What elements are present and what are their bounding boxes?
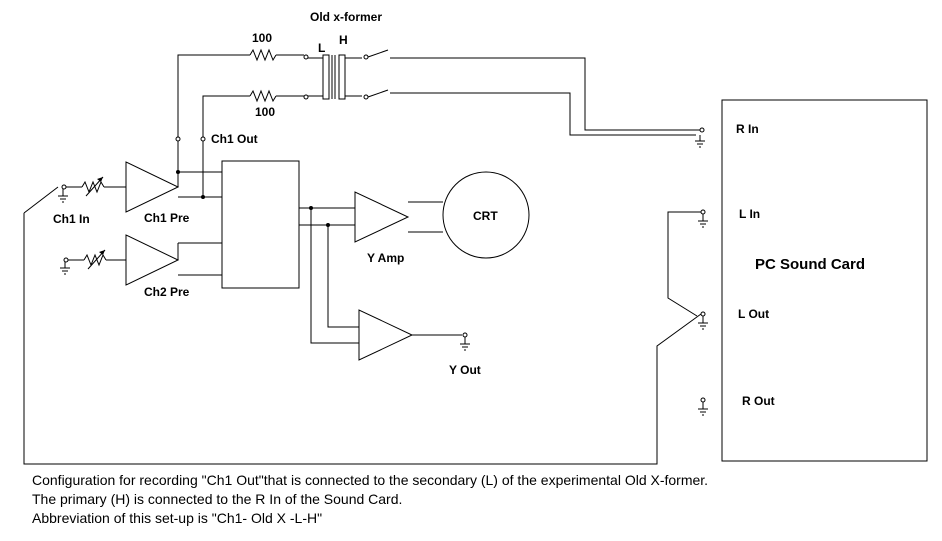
ch1-out-label: Ch1 Out bbox=[211, 132, 258, 146]
l-in-wiring bbox=[667, 209, 708, 317]
caption-line-3: Abbreviation of this set-up is "Ch1- Old… bbox=[32, 510, 322, 526]
caption-line-2: The primary (H) is connected to the R In… bbox=[32, 491, 402, 507]
l-out-wiring bbox=[23, 213, 708, 465]
l-out-label: L Out bbox=[738, 307, 769, 321]
ch2-pre-amp bbox=[125, 234, 222, 286]
crt-label: CRT bbox=[473, 209, 498, 223]
y-amp bbox=[354, 191, 443, 243]
r-in-label: R In bbox=[736, 122, 759, 136]
ch1-pre-label: Ch1 Pre bbox=[144, 211, 190, 225]
ch2-pre-label: Ch2 Pre bbox=[144, 285, 190, 299]
ch1-out-terminal-2 bbox=[200, 136, 206, 142]
crt-circle bbox=[442, 171, 530, 259]
sound-card-label: PC Sound Card bbox=[755, 256, 865, 273]
ch1-pre-amp bbox=[125, 161, 222, 213]
resistor-bottom-label: 100 bbox=[255, 105, 275, 119]
mixer-box bbox=[221, 160, 300, 289]
caption-line-1: Configuration for recording "Ch1 Out"tha… bbox=[32, 472, 708, 488]
r-out-terminal bbox=[698, 397, 708, 416]
y-out-label: Y Out bbox=[449, 363, 481, 377]
resistor-bottom bbox=[202, 89, 309, 197]
xformer-title: Old x-former bbox=[310, 10, 382, 24]
ch1-in-label: Ch1 In bbox=[53, 212, 90, 226]
sound-card-box bbox=[721, 99, 928, 462]
h-side-wiring bbox=[363, 49, 705, 148]
y-out-amp bbox=[358, 309, 470, 361]
resistor-top-label: 100 bbox=[252, 31, 272, 45]
y-amp-label: Y Amp bbox=[367, 251, 404, 265]
l-in-label: L In bbox=[739, 207, 760, 221]
mixer-outputs bbox=[299, 206, 359, 344]
xformer-h-label: H bbox=[339, 33, 348, 47]
r-out-label: R Out bbox=[742, 394, 775, 408]
transformer bbox=[306, 54, 362, 100]
ch1-input bbox=[23, 176, 126, 214]
ch2-input bbox=[60, 249, 126, 275]
ch1-out-terminal bbox=[175, 136, 181, 142]
xformer-l-label: L bbox=[318, 41, 325, 55]
resistor-top bbox=[177, 48, 309, 172]
